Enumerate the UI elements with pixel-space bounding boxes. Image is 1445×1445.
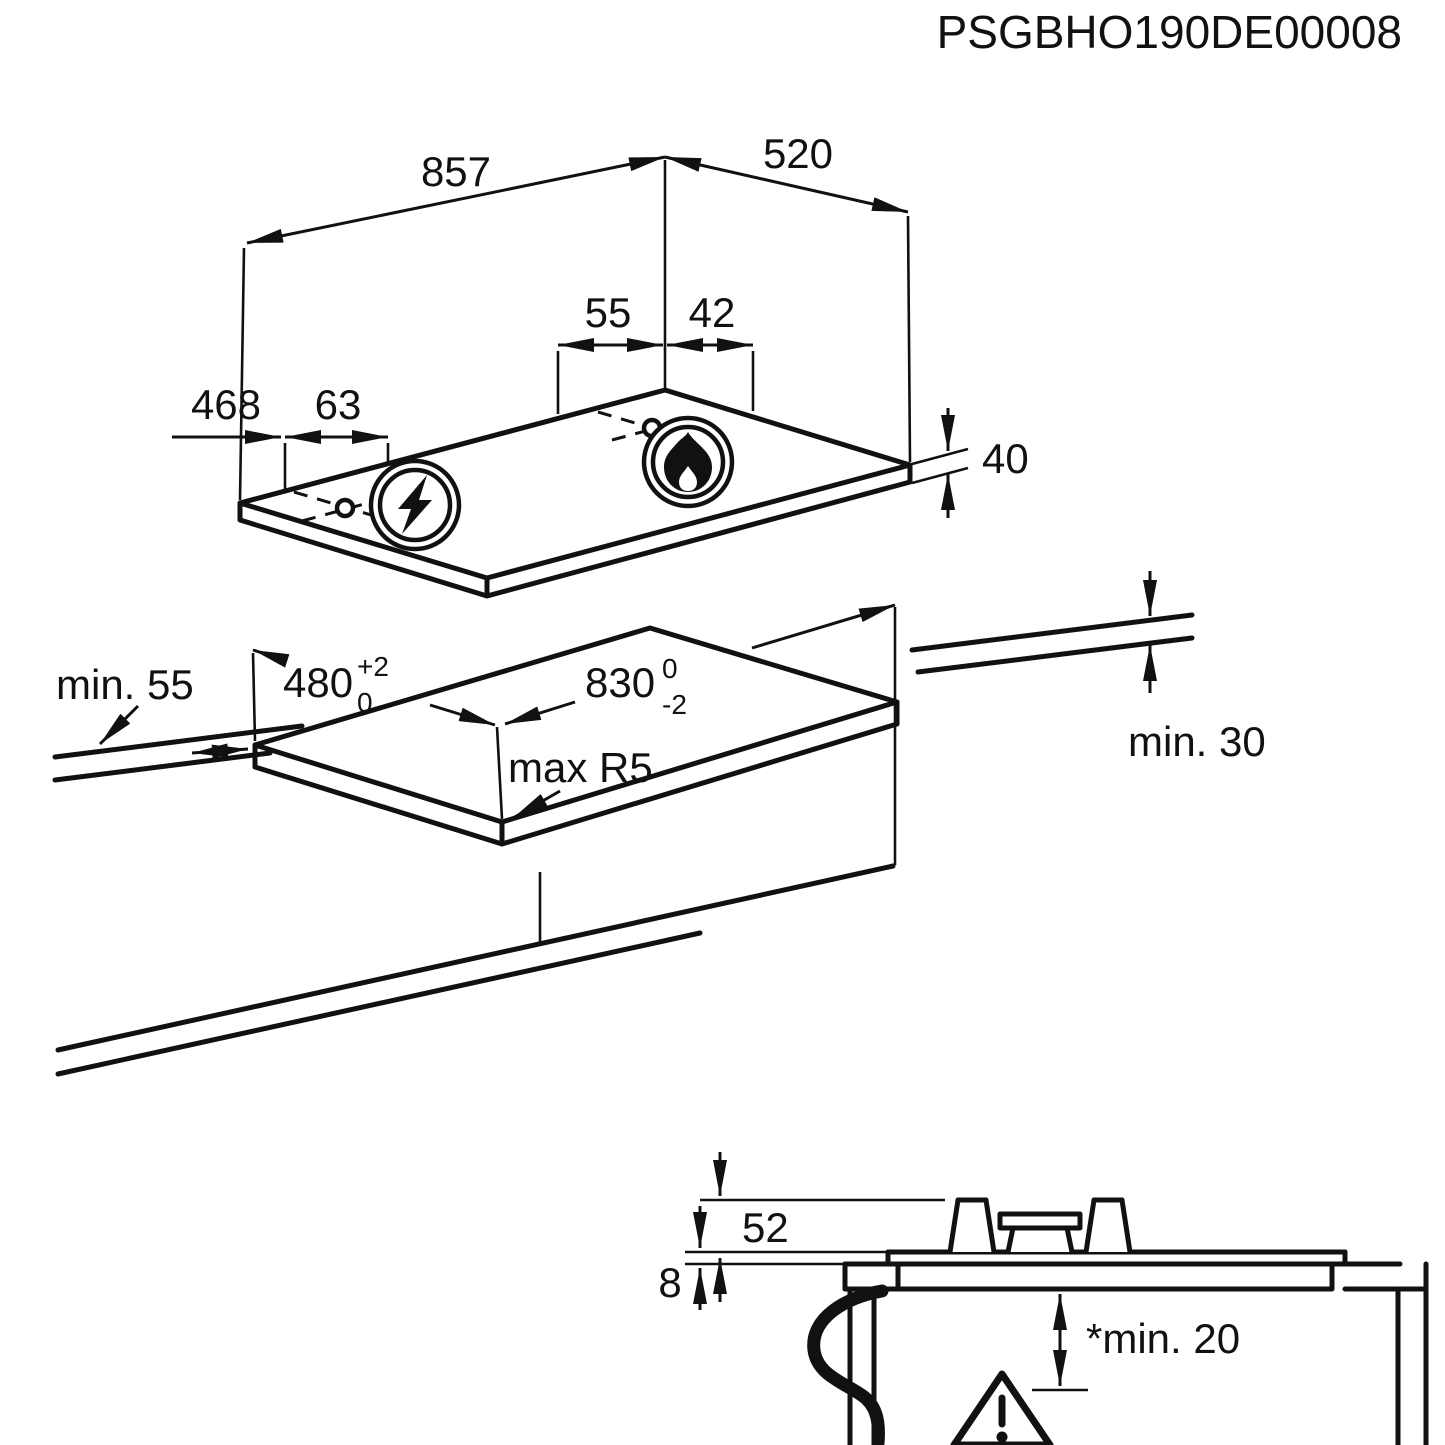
front-clearance-leader [98,704,140,746]
worktop-front-edge [52,750,273,783]
hob-width-label: 857 [421,148,491,195]
burner-edge-label: 42 [689,289,736,336]
warning-triangle-icon [950,1370,1054,1445]
worktop-thickness-label: min. 30 [1128,718,1266,765]
gas-pipe [807,1284,889,1445]
cutout-width-tolerance-lower: -2 [662,689,687,720]
worktop-front-edge [909,612,1195,653]
burner-body [1005,1225,1075,1253]
hob-depth-label: 520 [763,130,833,177]
drawing-id-label: PSGBHO190DE00008 [937,6,1402,58]
edge-distance-label: 468 [191,381,261,428]
worktop-front-edge [52,723,305,760]
cross-section-view: 52 8 *min. 20 [658,1152,1429,1445]
burner-section [947,1197,1133,1253]
cutout-width-dimension-line [504,700,576,726]
cutout-depth-dimension-line [429,703,496,727]
cutout-opening [252,625,900,825]
cabinet-front-edge [55,863,896,1053]
corner-radius-label: max R5 [508,744,653,791]
cutout-wall-bottom [252,721,900,847]
burner-cap [997,1211,1083,1231]
hob-width-dimension-line [246,155,666,245]
cabinet-front-edge [55,930,703,1077]
pan-support [1083,1197,1133,1253]
extension-line [495,726,504,820]
extension-line [906,215,912,463]
igniter-offset-label: 63 [315,381,362,428]
exclamation-dot [996,1431,1008,1443]
igniter-point [334,497,356,519]
worktop-front-edge [915,635,1195,675]
front-clearance-label: min. 55 [56,661,194,708]
cutout-depth-dimension-line [252,648,290,668]
hob-depth-dimension-line [664,155,909,214]
extension-line [911,466,969,485]
cutout-width-label: 830 [585,659,655,706]
hob-height-label: 40 [982,435,1029,482]
pan-support [947,1197,997,1253]
front-clearance-dimension-line [191,743,249,759]
extension-line [251,652,257,742]
glass-thickness-label: 8 [658,1259,681,1306]
extension-line [911,447,969,466]
lightning-bolt-icon [368,458,462,552]
burner-height-label: 52 [742,1204,789,1251]
cutout-width-dimension-line [751,603,896,650]
cutout-depth-tolerance-upper: +2 [357,651,389,682]
hob-tray [895,1261,1335,1292]
cutout-depth-label: 480 [283,659,353,706]
corner-radius-leader [512,789,561,820]
cutout-depth-tolerance-lower: 0 [357,687,373,718]
extension-line [238,247,246,501]
hob-isometric-view: 857 520 55 42 468 63 40 [172,130,1029,599]
cutout-width-tolerance-upper: 0 [662,653,678,684]
clearance-label: *min. 20 [1086,1315,1240,1362]
worktop-cutout-view: 480 +2 0 830 0 -2 min. 55 max R5 min. 30 [52,571,1266,1077]
burner-offset-label: 55 [585,289,632,336]
flame-icon [641,415,735,509]
